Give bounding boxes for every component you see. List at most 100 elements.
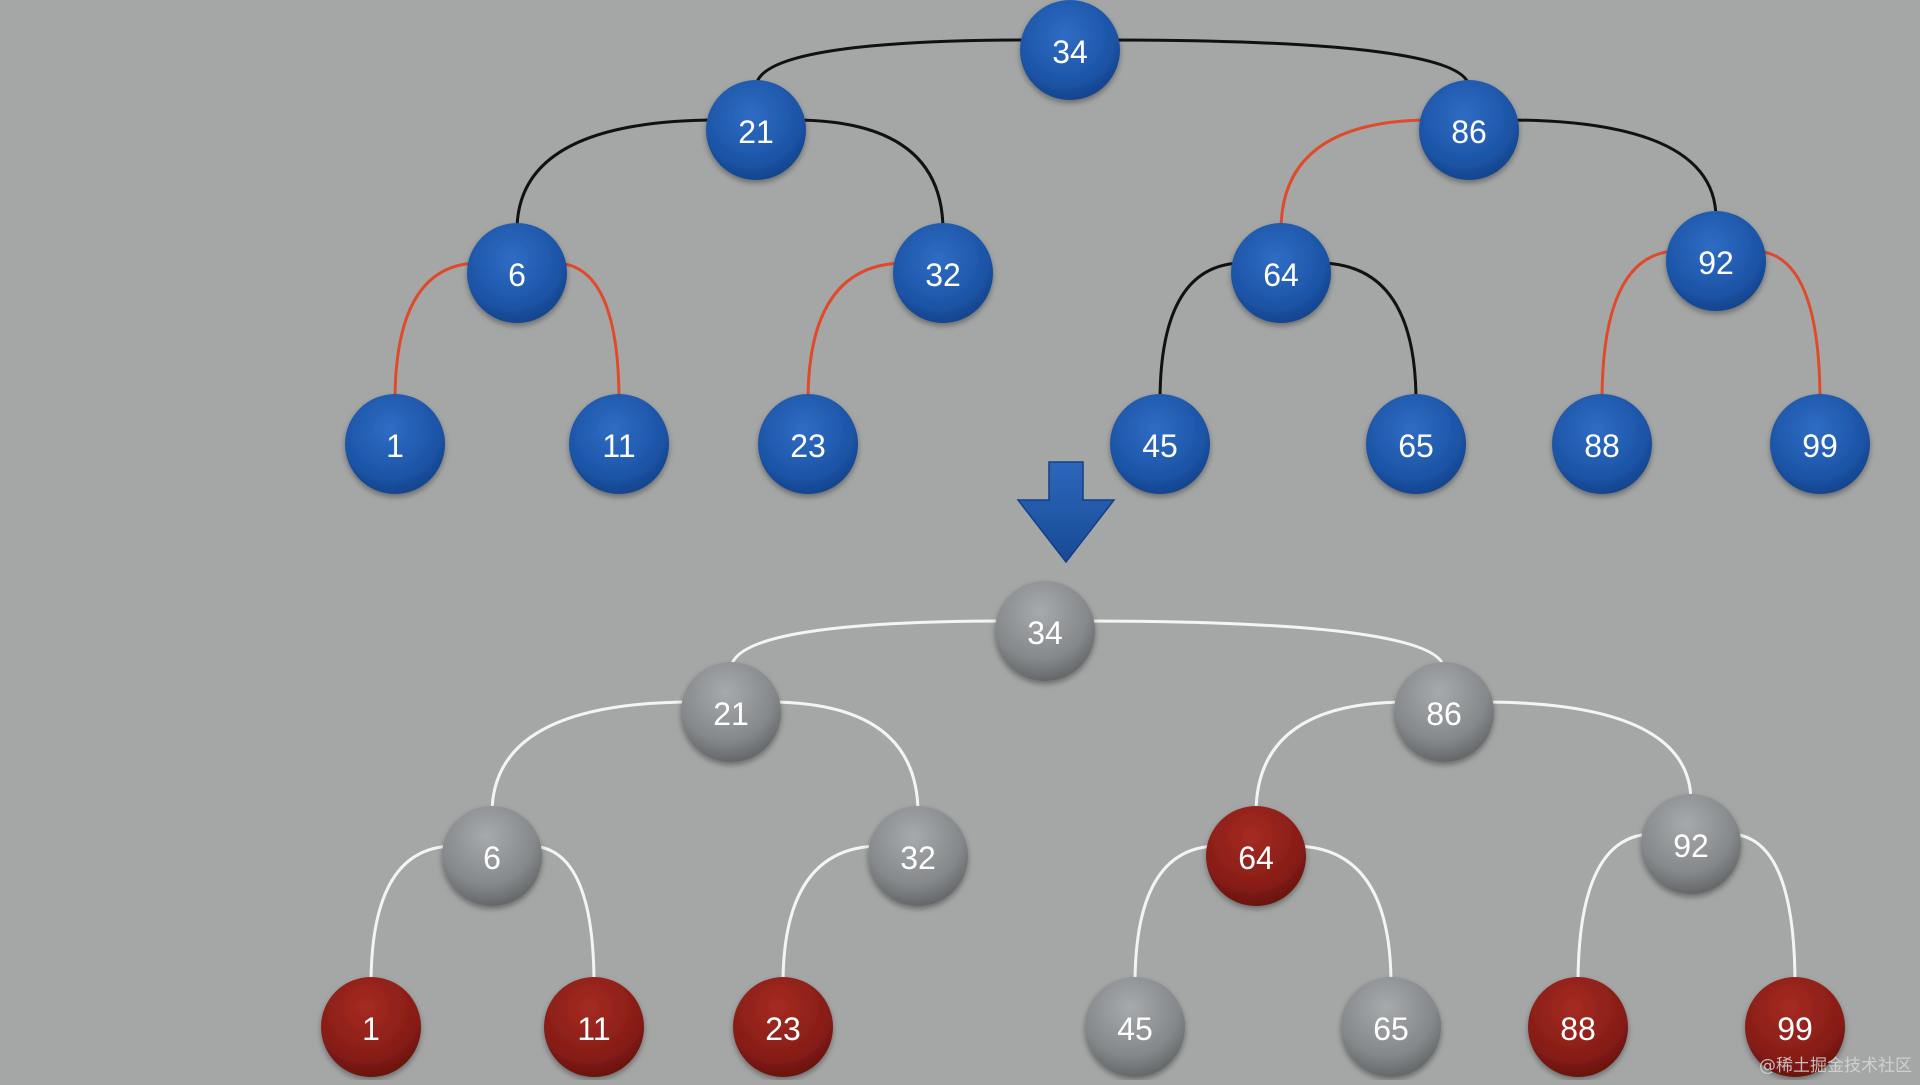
down-arrow-icon (1016, 461, 1116, 564)
node-after-64: 64 (1206, 806, 1306, 906)
edge-before-34-86 (1106, 38, 1471, 89)
node-label-before-11: 11 (602, 428, 635, 464)
edge-before-86-92 (1505, 118, 1718, 220)
node-circle-before-11 (569, 394, 669, 494)
node-label-after-86: 86 (1426, 696, 1462, 732)
node-after-92: 92 (1641, 794, 1741, 894)
edge-after-6-1 (369, 844, 456, 986)
node-label-after-65: 65 (1373, 1011, 1409, 1047)
edge-before-64-45 (1158, 261, 1245, 403)
node-before-6: 6 (467, 223, 567, 323)
edge-after-86-64 (1254, 700, 1408, 815)
node-circle-before-23 (758, 394, 858, 494)
node-circle-before-34 (1020, 0, 1120, 100)
node-circle-after-6 (442, 806, 542, 906)
edge-after-64-45 (1133, 844, 1220, 986)
node-circle-after-11 (544, 977, 644, 1077)
node-before-23: 23 (758, 394, 858, 494)
node-circle-before-21 (706, 80, 806, 180)
node-circle-before-45 (1110, 394, 1210, 494)
node-circle-after-45 (1085, 977, 1185, 1077)
edge-after-21-6 (490, 700, 695, 815)
node-before-32: 32 (893, 223, 993, 323)
edge-before-86-64 (1279, 118, 1433, 232)
node-before-11: 11 (569, 394, 669, 494)
node-circle-after-99 (1745, 977, 1845, 1077)
edge-after-34-86 (1081, 619, 1446, 671)
node-before-99: 99 (1770, 394, 1870, 494)
node-label-after-64: 64 (1238, 840, 1274, 876)
node-label-before-1: 1 (386, 428, 404, 464)
node-after-11: 11 (544, 977, 644, 1077)
edge-after-92-88 (1576, 832, 1655, 986)
edges-layer (369, 38, 1822, 986)
node-label-before-32: 32 (925, 257, 961, 293)
node-label-before-6: 6 (508, 257, 526, 293)
edge-after-92-99 (1727, 832, 1797, 986)
node-circle-before-92 (1666, 211, 1766, 311)
node-before-88: 88 (1552, 394, 1652, 494)
node-circle-after-1 (321, 977, 421, 1077)
node-label-before-23: 23 (790, 428, 826, 464)
node-label-before-65: 65 (1398, 428, 1434, 464)
edge-after-32-23 (781, 844, 882, 986)
edge-before-32-23 (806, 261, 907, 403)
node-after-45: 45 (1085, 977, 1185, 1077)
node-label-before-64: 64 (1263, 257, 1299, 293)
node-after-65: 65 (1341, 977, 1441, 1077)
node-circle-before-6 (467, 223, 567, 323)
node-label-after-45: 45 (1117, 1011, 1153, 1047)
node-before-64: 64 (1231, 223, 1331, 323)
node-circle-after-86 (1394, 662, 1494, 762)
node-circle-before-88 (1552, 394, 1652, 494)
node-after-32: 32 (868, 806, 968, 906)
node-label-after-99: 99 (1777, 1011, 1813, 1047)
node-after-1: 1 (321, 977, 421, 1077)
node-label-before-86: 86 (1451, 114, 1487, 150)
node-circle-after-34 (995, 581, 1095, 681)
edge-before-6-11 (553, 261, 621, 403)
node-label-after-1: 1 (362, 1011, 380, 1047)
node-after-88: 88 (1528, 977, 1628, 1077)
node-circle-after-64 (1206, 806, 1306, 906)
node-circle-before-1 (345, 394, 445, 494)
node-circle-before-32 (893, 223, 993, 323)
node-label-before-92: 92 (1698, 245, 1734, 281)
node-label-after-32: 32 (900, 840, 936, 876)
node-before-92: 92 (1666, 211, 1766, 311)
node-circle-before-99 (1770, 394, 1870, 494)
node-circle-before-65 (1366, 394, 1466, 494)
edge-before-6-1 (393, 261, 481, 403)
node-circle-after-65 (1341, 977, 1441, 1077)
node-before-34: 34 (1020, 0, 1120, 100)
arrow-layer (1016, 461, 1116, 564)
watermark: @稀土掘金技术社区 (1759, 1056, 1912, 1076)
node-label-after-92: 92 (1673, 828, 1709, 864)
node-label-before-21: 21 (738, 114, 774, 150)
edge-before-34-21 (754, 38, 1034, 89)
node-label-before-45: 45 (1142, 428, 1178, 464)
node-circle-after-92 (1641, 794, 1741, 894)
node-circle-after-88 (1528, 977, 1628, 1077)
node-before-65: 65 (1366, 394, 1466, 494)
node-circle-after-32 (868, 806, 968, 906)
node-after-23: 23 (733, 977, 833, 1077)
edge-before-21-32 (792, 118, 945, 232)
node-label-after-23: 23 (765, 1011, 801, 1047)
edge-after-21-32 (767, 700, 920, 815)
node-label-after-11: 11 (577, 1011, 610, 1047)
node-label-after-34: 34 (1027, 615, 1063, 651)
node-circle-after-21 (681, 662, 781, 762)
node-label-after-88: 88 (1560, 1011, 1596, 1047)
edge-after-64-65 (1292, 844, 1393, 986)
node-circle-before-64 (1231, 223, 1331, 323)
node-after-34: 34 (995, 581, 1095, 681)
node-before-45: 45 (1110, 394, 1210, 494)
node-circle-after-23 (733, 977, 833, 1077)
edge-after-34-21 (729, 619, 1009, 671)
node-label-after-6: 6 (483, 840, 501, 876)
edge-before-92-88 (1600, 249, 1680, 403)
